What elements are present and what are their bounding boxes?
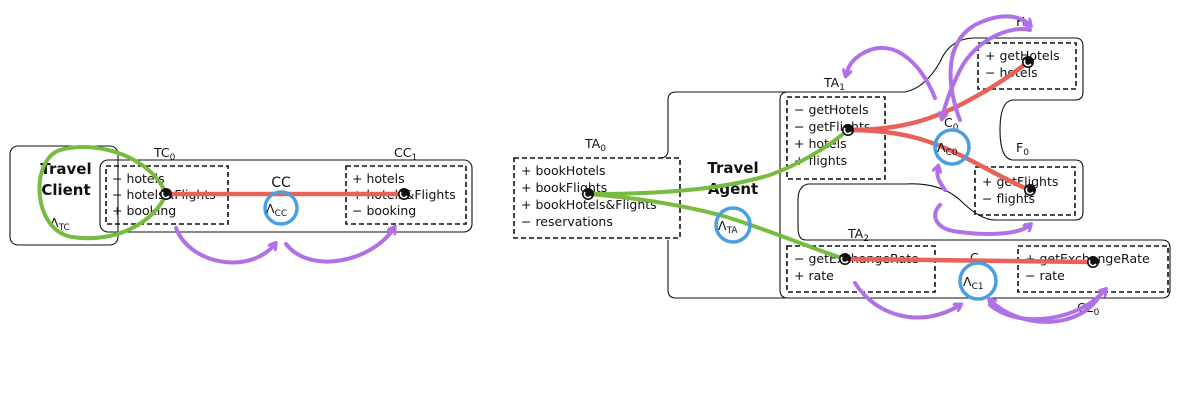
port-item: + getHotels: [985, 48, 1060, 63]
lambda-c0-label: ΛC0: [937, 140, 958, 158]
c1-connector-line: [842, 256, 1096, 265]
travel-client-title-2: Client: [41, 181, 90, 199]
tc0-label: TC0: [153, 145, 176, 163]
arrow-f0-to-c0: [937, 167, 947, 192]
tc0-port-box: [105, 165, 229, 225]
ta0-label: TA0: [584, 136, 606, 154]
lambda-tc-label: ΛTC: [50, 215, 70, 233]
travel-agent-title-1: Travel: [707, 159, 758, 177]
c0-label: C0: [944, 115, 959, 133]
cc1-node: [398, 188, 410, 200]
ta-binding-ta1: [586, 128, 850, 196]
lambda-c0-circle: [933, 128, 971, 166]
ta1-node: [842, 124, 854, 136]
port-item: − flights: [982, 191, 1035, 206]
arrow-tc0-to-cc: [174, 226, 275, 265]
ce0-port-list: + getExchangeRate− rate: [1025, 251, 1150, 283]
arrow-c0-to-h0: [948, 14, 1030, 122]
cc1-port-box: [345, 165, 467, 225]
h0-node: [1022, 56, 1034, 68]
lambda-cc-circle: [263, 190, 299, 226]
lambda-c1-label: ΛC1: [963, 274, 984, 292]
c0-connector-to-h0: [845, 59, 1031, 133]
f0-port-list: + getFlights− flights: [982, 174, 1058, 206]
tc-binding-loop: [37, 145, 168, 241]
cc-label: CC: [271, 175, 291, 191]
client-connector-frame: [99, 159, 473, 233]
tc0-node: [160, 188, 172, 200]
arrow-ce0-to-c1: [990, 293, 1102, 324]
lambda-ta-label: ΛTA: [718, 218, 738, 236]
ta0-port-box: [513, 157, 681, 239]
travel-agent-group: TA0 + bookHotels+ bookFlights+ bookHotel…: [513, 14, 1171, 324]
agent-connector-frame: [779, 37, 1171, 299]
port-item: − getHotels: [794, 102, 869, 117]
port-item: − reservations: [521, 214, 613, 229]
lambda-cc-label: ΛCC: [266, 201, 287, 219]
ce0-port-box: [1017, 245, 1169, 293]
port-item: − booking: [352, 203, 416, 218]
ta2-label: TA2: [847, 226, 869, 244]
arrow-h0-to-c0: [942, 27, 1032, 118]
h0-port-box: [977, 42, 1077, 90]
port-item: − rate: [1025, 268, 1065, 283]
arrow-ta2-to-c1: [853, 281, 960, 320]
ta2-port-list: − getExchangeRate+ rate: [794, 251, 919, 283]
cc1-label: CC1: [394, 145, 417, 163]
port-item: + hotels: [352, 171, 405, 186]
c0-connector-to-f0: [845, 127, 1033, 193]
travel-client-title-1: Travel: [40, 160, 91, 178]
f0-node: [1024, 184, 1036, 196]
ta1-label: TA1: [823, 75, 845, 93]
arrow-cc-to-cc1: [284, 228, 394, 264]
arrow-c0-to-ta1: [846, 46, 937, 100]
f0-label: F0: [1016, 140, 1029, 158]
travel-client-frame: [9, 145, 119, 246]
ce0-node: [1087, 256, 1099, 268]
tc0-port-list: − hotels− hotels&Flights+ booking: [112, 171, 216, 218]
port-item: + bookHotels&Flights: [521, 197, 657, 212]
lambda-ta-circle: [714, 206, 752, 244]
arrow-c0-to-f0: [933, 203, 1030, 236]
port-item: + booking: [112, 203, 176, 218]
travel-client-group: Travel Client ΛTC TC0 − hotels− hotels&F…: [9, 145, 473, 265]
f0-port-box: [974, 166, 1076, 216]
ta2-node: [839, 253, 851, 265]
port-item: + rate: [794, 268, 834, 283]
lambda-c1-circle: [958, 261, 998, 301]
ta0-node: [582, 188, 594, 200]
ta1-port-box: [786, 96, 886, 180]
port-item: + bookHotels: [521, 163, 606, 178]
travel-agent-frame: [659, 91, 790, 299]
ta0-port-list: + bookHotels+ bookFlights+ bookHotels&Fl…: [521, 163, 657, 229]
